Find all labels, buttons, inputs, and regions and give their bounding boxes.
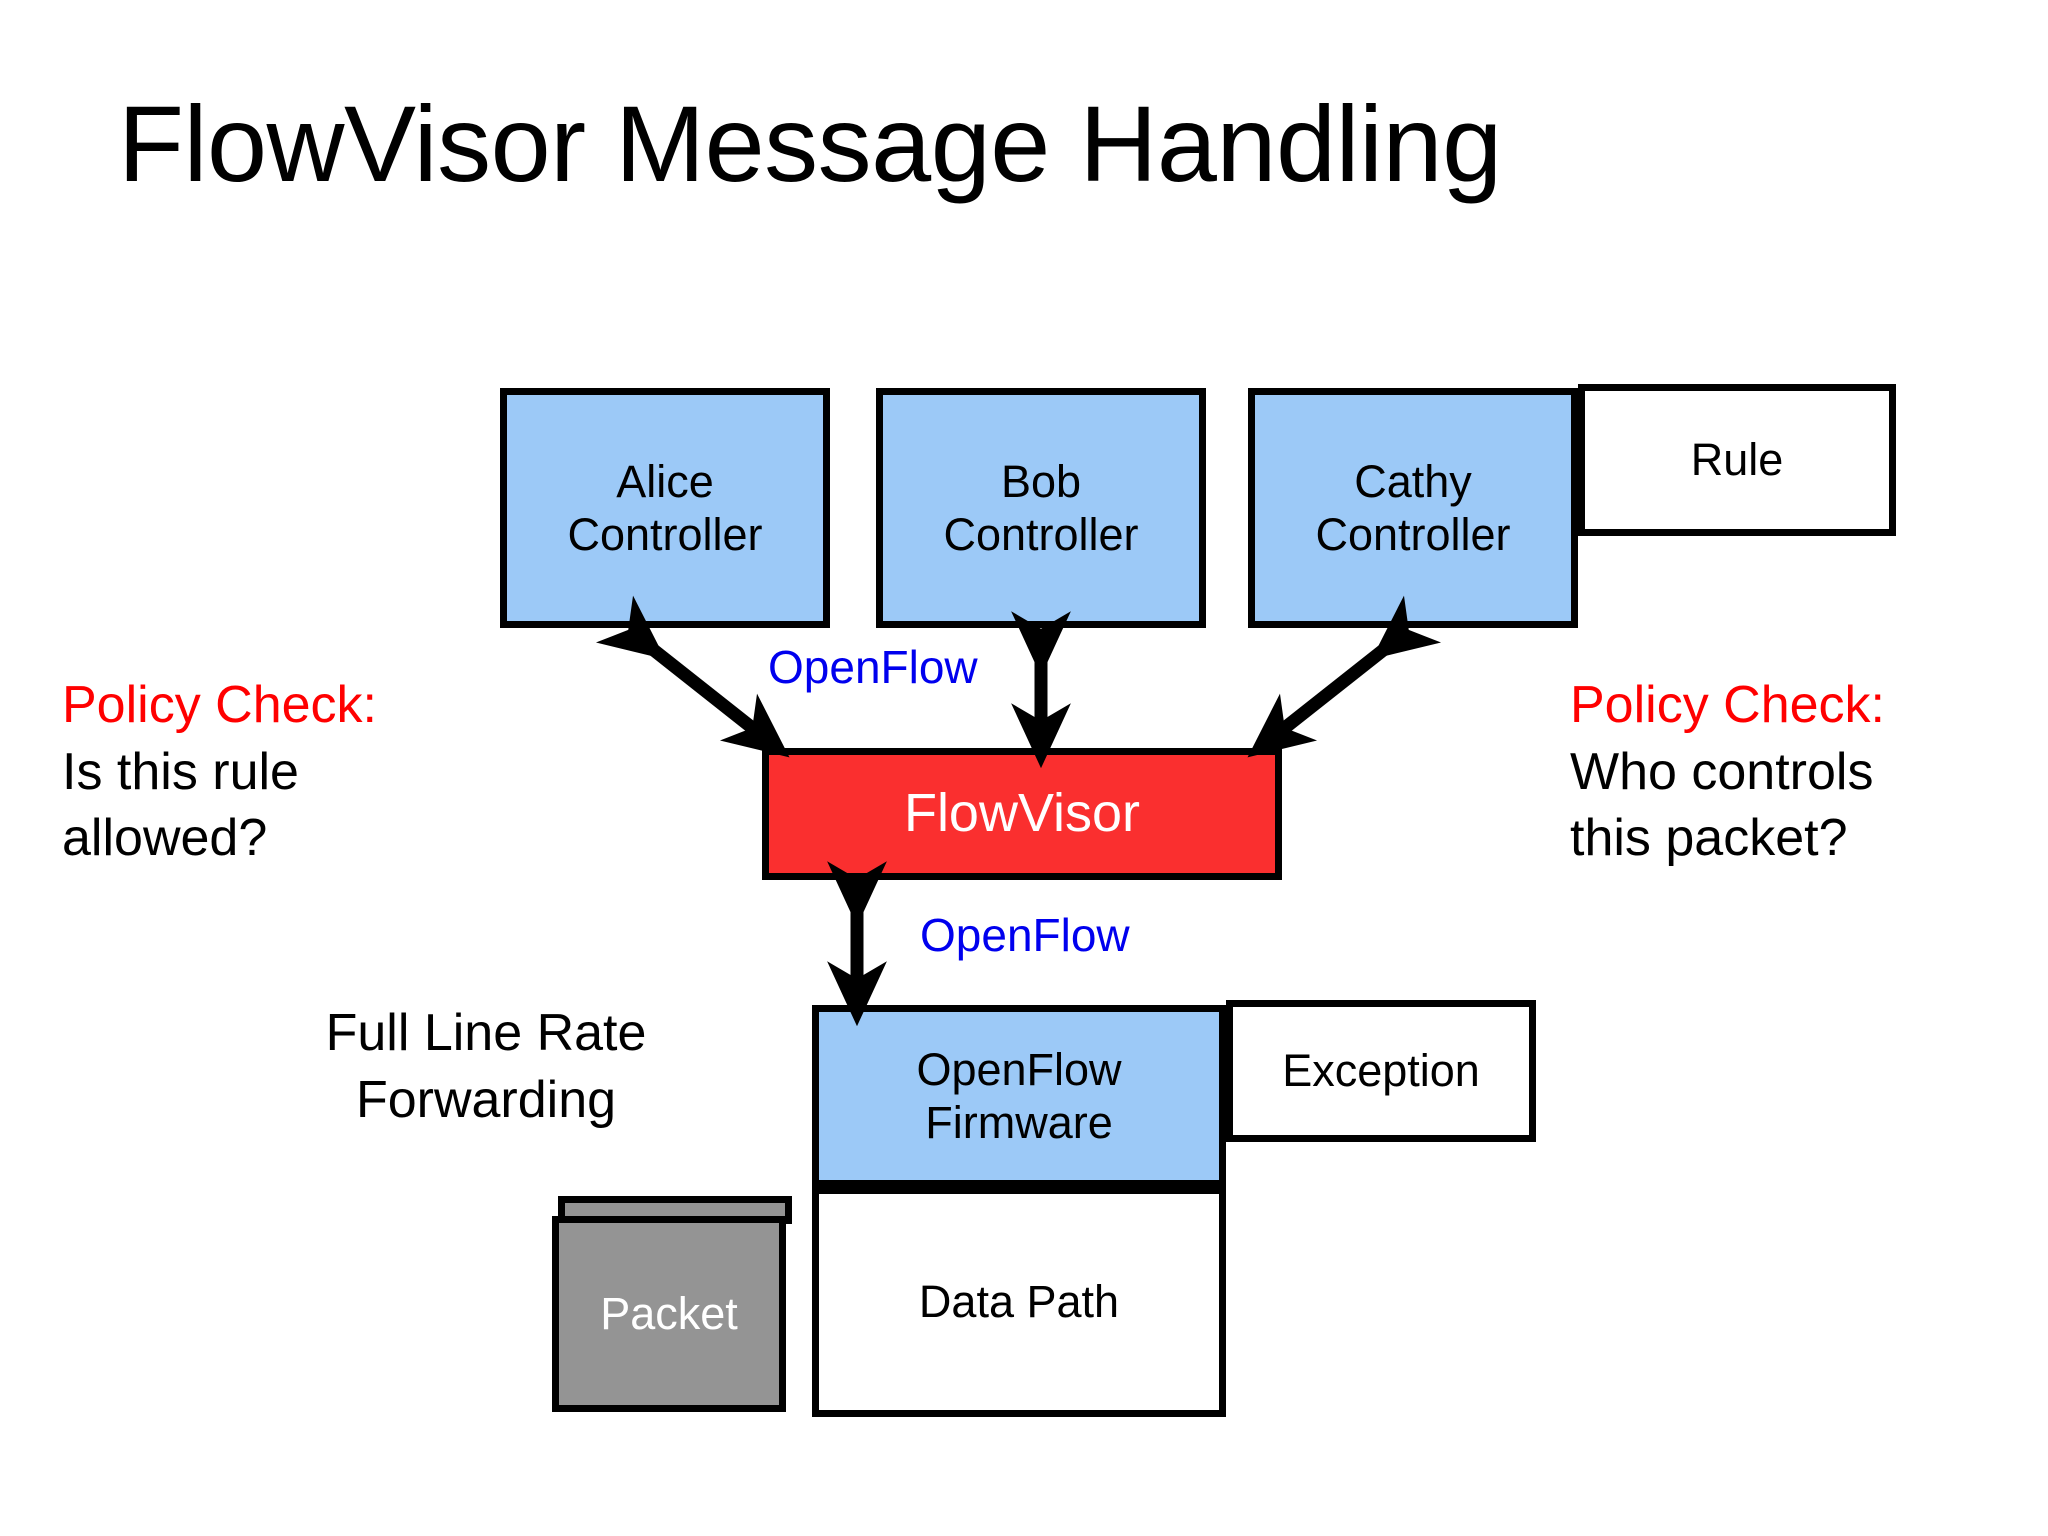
flowvisor-box[interactable]: FlowVisor [762, 748, 1282, 880]
data-path-label: Data Path [918, 1276, 1120, 1328]
controller-alice-line2: Controller [567, 509, 763, 560]
forwarding-line1: Full Line Rate [325, 1004, 647, 1062]
data-path-box[interactable]: Data Path [812, 1187, 1226, 1417]
controller-bob-line1: Bob [1000, 455, 1082, 507]
rule-label: Rule [1690, 434, 1784, 486]
openflow-label-upper: OpenFlow [768, 641, 978, 693]
exception-box[interactable]: Exception [1226, 1000, 1536, 1142]
policy-check-left: Policy Check: Is this rule allowed? [62, 672, 532, 872]
policy-check-right-heading: Policy Check: [1570, 676, 1885, 734]
firmware-line2: Firmware [925, 1097, 1113, 1148]
page-title: FlowVisor Message Handling [118, 83, 1502, 204]
controller-alice-box[interactable]: Alice Controller [500, 388, 830, 628]
exception-label: Exception [1282, 1045, 1480, 1097]
policy-check-left-line1: Is this rule [62, 742, 299, 801]
controller-cathy-box[interactable]: Cathy Controller [1248, 388, 1578, 628]
policy-check-right: Policy Check: Who controls this packet? [1570, 672, 2040, 872]
policy-check-left-line2: allowed? [62, 809, 268, 868]
openflow-firmware-box[interactable]: OpenFlow Firmware [812, 1005, 1226, 1187]
policy-check-right-line1: Who controls [1570, 742, 1874, 801]
packet-label: Packet [600, 1288, 738, 1340]
rule-box[interactable]: Rule [1578, 384, 1896, 536]
arrow-cathy-flowvisor [1247, 595, 1442, 758]
controller-alice-line1: Alice [616, 455, 714, 507]
firmware-line1: OpenFlow [916, 1043, 1122, 1095]
flowvisor-label: FlowVisor [903, 783, 1141, 844]
full-line-rate-forwarding: Full Line Rate Forwarding [286, 1000, 686, 1133]
openflow-label-lower: OpenFlow [920, 909, 1130, 961]
policy-check-left-heading: Policy Check: [62, 676, 377, 734]
policy-check-right-line2: this packet? [1570, 809, 1848, 868]
controller-bob-line2: Controller [943, 509, 1139, 560]
controller-bob-box[interactable]: Bob Controller [876, 388, 1206, 628]
packet-box[interactable]: Packet [552, 1216, 786, 1412]
controller-cathy-line1: Cathy [1354, 455, 1472, 507]
arrow-alice-flowvisor [595, 595, 790, 758]
controller-cathy-line2: Controller [1315, 509, 1511, 560]
forwarding-line2: Forwarding [355, 1070, 617, 1129]
